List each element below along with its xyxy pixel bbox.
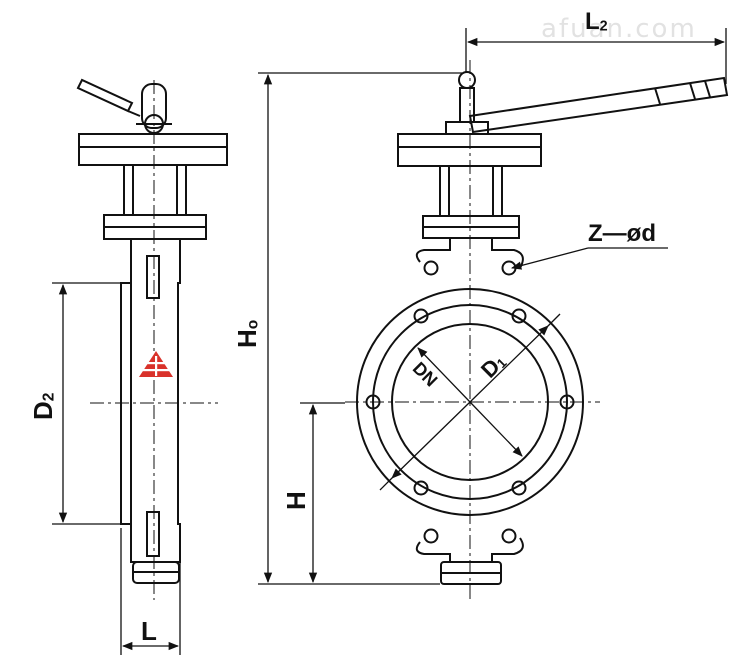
side-view xyxy=(76,78,228,600)
watermark-text: afuan.com xyxy=(541,14,697,44)
z-od-leader xyxy=(510,247,668,270)
front-body-top-lugs xyxy=(415,237,524,269)
red-triangle-brand-icon xyxy=(139,351,173,377)
ho-dimension xyxy=(258,72,462,585)
front-handle-lever xyxy=(468,76,729,134)
side-slot-upper xyxy=(146,255,160,299)
l2-dimension xyxy=(465,28,727,84)
label-l2: L2 xyxy=(585,8,608,35)
side-handle-lever xyxy=(76,78,134,113)
label-h: H xyxy=(281,491,311,510)
label-ho: Ho xyxy=(232,319,262,348)
l-dimension xyxy=(120,528,181,655)
h-dimension xyxy=(300,402,345,584)
dn-d1-dimension-lines xyxy=(379,313,561,491)
label-l: L xyxy=(141,616,157,646)
d2-dimension xyxy=(52,282,121,525)
front-handle-pivot xyxy=(458,71,476,89)
side-body xyxy=(120,238,181,563)
front-view xyxy=(345,60,729,600)
label-z-od: Z—ød xyxy=(588,220,656,247)
side-top-flange xyxy=(78,133,228,166)
side-slot-lower xyxy=(146,511,160,557)
label-d2: D2 xyxy=(28,392,58,420)
